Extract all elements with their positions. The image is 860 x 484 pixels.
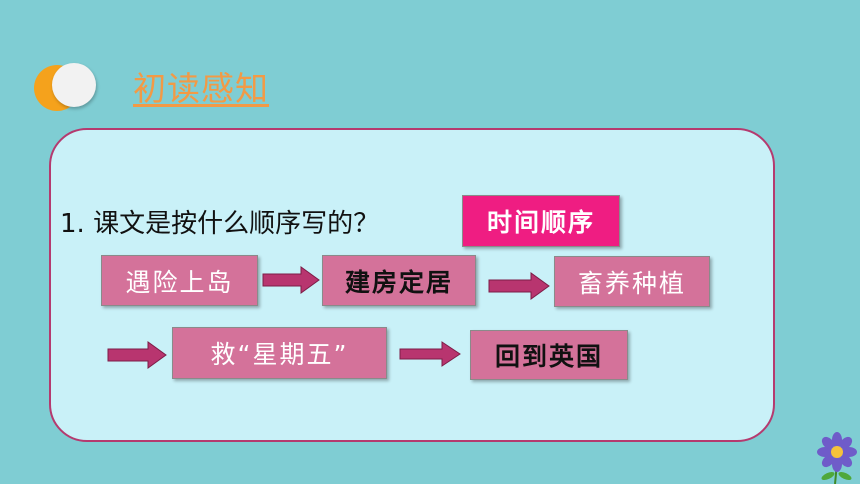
circle-bullet-highlight-icon	[52, 63, 96, 107]
sequence-step-2: 建房定居	[322, 255, 476, 306]
arrow-right-icon	[107, 341, 167, 369]
sequence-step-4: 救“星期五”	[172, 327, 387, 379]
arrow-right-icon	[399, 341, 461, 367]
section-title: 初读感知	[133, 69, 269, 108]
sequence-step-5: 回到英国	[470, 330, 628, 380]
question-text: 1. 课文是按什么顺序写的？	[60, 209, 380, 239]
sequence-step-3: 畜养种植	[554, 256, 710, 307]
flower-icon	[817, 432, 857, 484]
answer-box: 时间顺序	[462, 195, 620, 247]
arrow-right-icon	[262, 266, 320, 294]
arrow-right-icon	[488, 272, 550, 300]
sequence-step-1: 遇险上岛	[101, 255, 258, 306]
